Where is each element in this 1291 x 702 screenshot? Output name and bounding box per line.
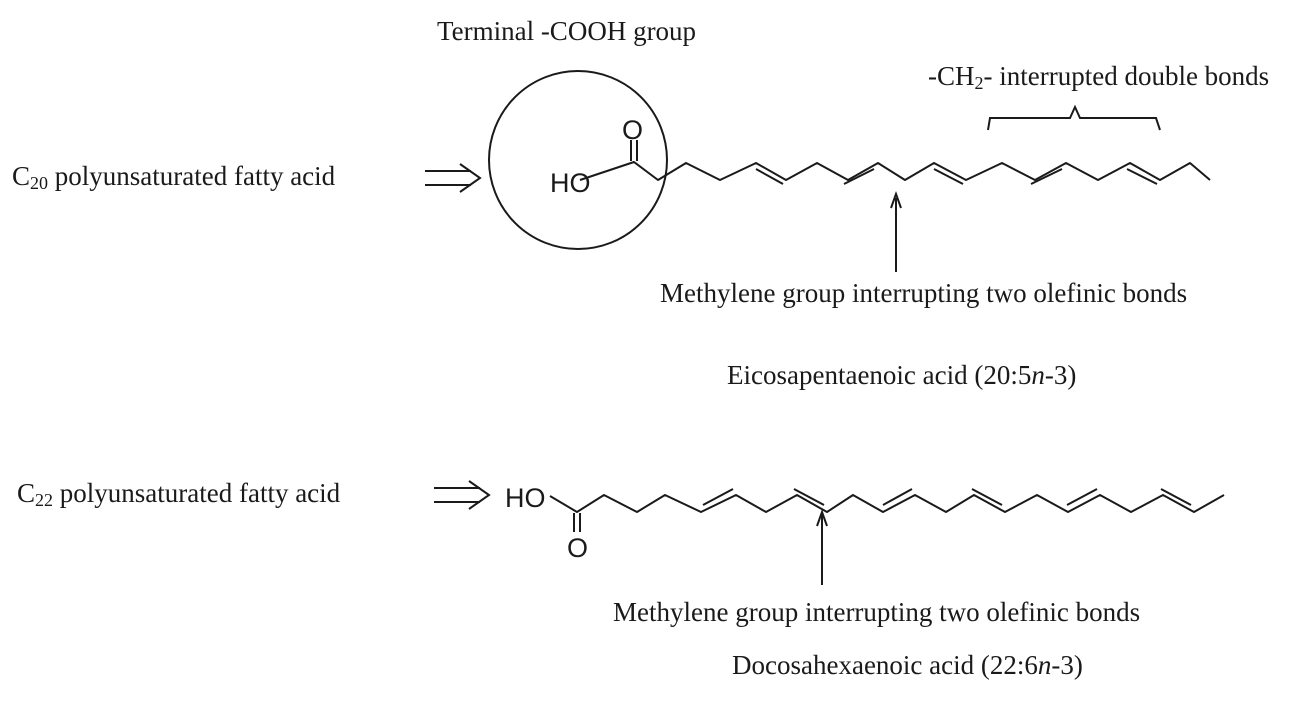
epa-n: n — [1031, 360, 1045, 390]
ch2-suffix: - interrupted double bonds — [983, 61, 1270, 91]
epa-name-label: Eicosapentaenoic acid (20:5n-3) — [727, 362, 1076, 389]
dha-skeleton: HO O — [505, 483, 1225, 563]
c20-letter: C — [12, 161, 31, 191]
epa-prefix: Eicosapentaenoic acid (20:5 — [727, 360, 1032, 390]
dha-double-bond-2 — [793, 488, 825, 506]
epa-chain — [579, 161, 1211, 181]
dha-double-bond-6 — [1160, 488, 1192, 506]
epa-skeleton: O HO — [550, 115, 1211, 198]
dha-suffix: -3) — [1051, 650, 1083, 680]
dha-double-bond-1 — [702, 488, 734, 506]
epa-oxygen: O — [622, 115, 643, 145]
c20-text: polyunsaturated fatty acid — [48, 161, 336, 191]
dha-methylene-arrow — [816, 509, 828, 585]
epa-double-bond-1 — [755, 168, 784, 185]
epa-double-bond-2 — [843, 168, 875, 185]
ch2-subscript: 2 — [974, 73, 984, 93]
c20-subscript: 20 — [30, 173, 49, 193]
epa-methylene-arrow — [890, 191, 902, 272]
c22-text: polyunsaturated fatty acid — [53, 478, 341, 508]
c22-double-arrow — [434, 480, 491, 510]
methylene-label-dha: Methylene group interrupting two olefini… — [613, 597, 1141, 627]
methylene-label-epa: Methylene group interrupting two olefini… — [660, 278, 1188, 308]
epa-double-bond-4 — [1030, 168, 1063, 185]
ch2-interrupted-label: -CH2- interrupted double bonds — [928, 61, 1270, 93]
c22-subscript: 22 — [35, 490, 54, 510]
c22-label: C22 polyunsaturated fatty acid — [17, 478, 341, 510]
double-bonds-brace — [987, 104, 1161, 131]
epa-double-bond-3 — [933, 168, 964, 185]
epa-suffix: -3) — [1044, 360, 1077, 390]
dha-double-bond-4 — [971, 488, 1003, 506]
dha-hydroxyl: HO — [505, 483, 546, 513]
dha-name-label: Docosahexaenoic acid (22:6n-3) — [732, 652, 1083, 679]
dha-double-bond-3 — [882, 488, 913, 506]
ch2-prefix: -CH — [928, 61, 975, 91]
dha-oxygen: O — [567, 533, 588, 563]
dha-n: n — [1037, 650, 1052, 680]
terminal-cooh-circle — [488, 70, 668, 250]
epa-double-bond-5 — [1126, 168, 1158, 185]
dha-double-bond-5 — [1066, 488, 1098, 506]
dha-chain — [549, 494, 1225, 513]
epa-hydroxyl: HO — [550, 168, 591, 198]
c20-double-arrow — [425, 163, 482, 193]
terminal-cooh-label: Terminal -COOH group — [437, 16, 697, 46]
c20-label: C20 polyunsaturated fatty acid — [12, 161, 336, 193]
c22-letter: C — [17, 478, 36, 508]
dha-prefix: Docosahexaenoic acid (22:6 — [732, 650, 1038, 680]
